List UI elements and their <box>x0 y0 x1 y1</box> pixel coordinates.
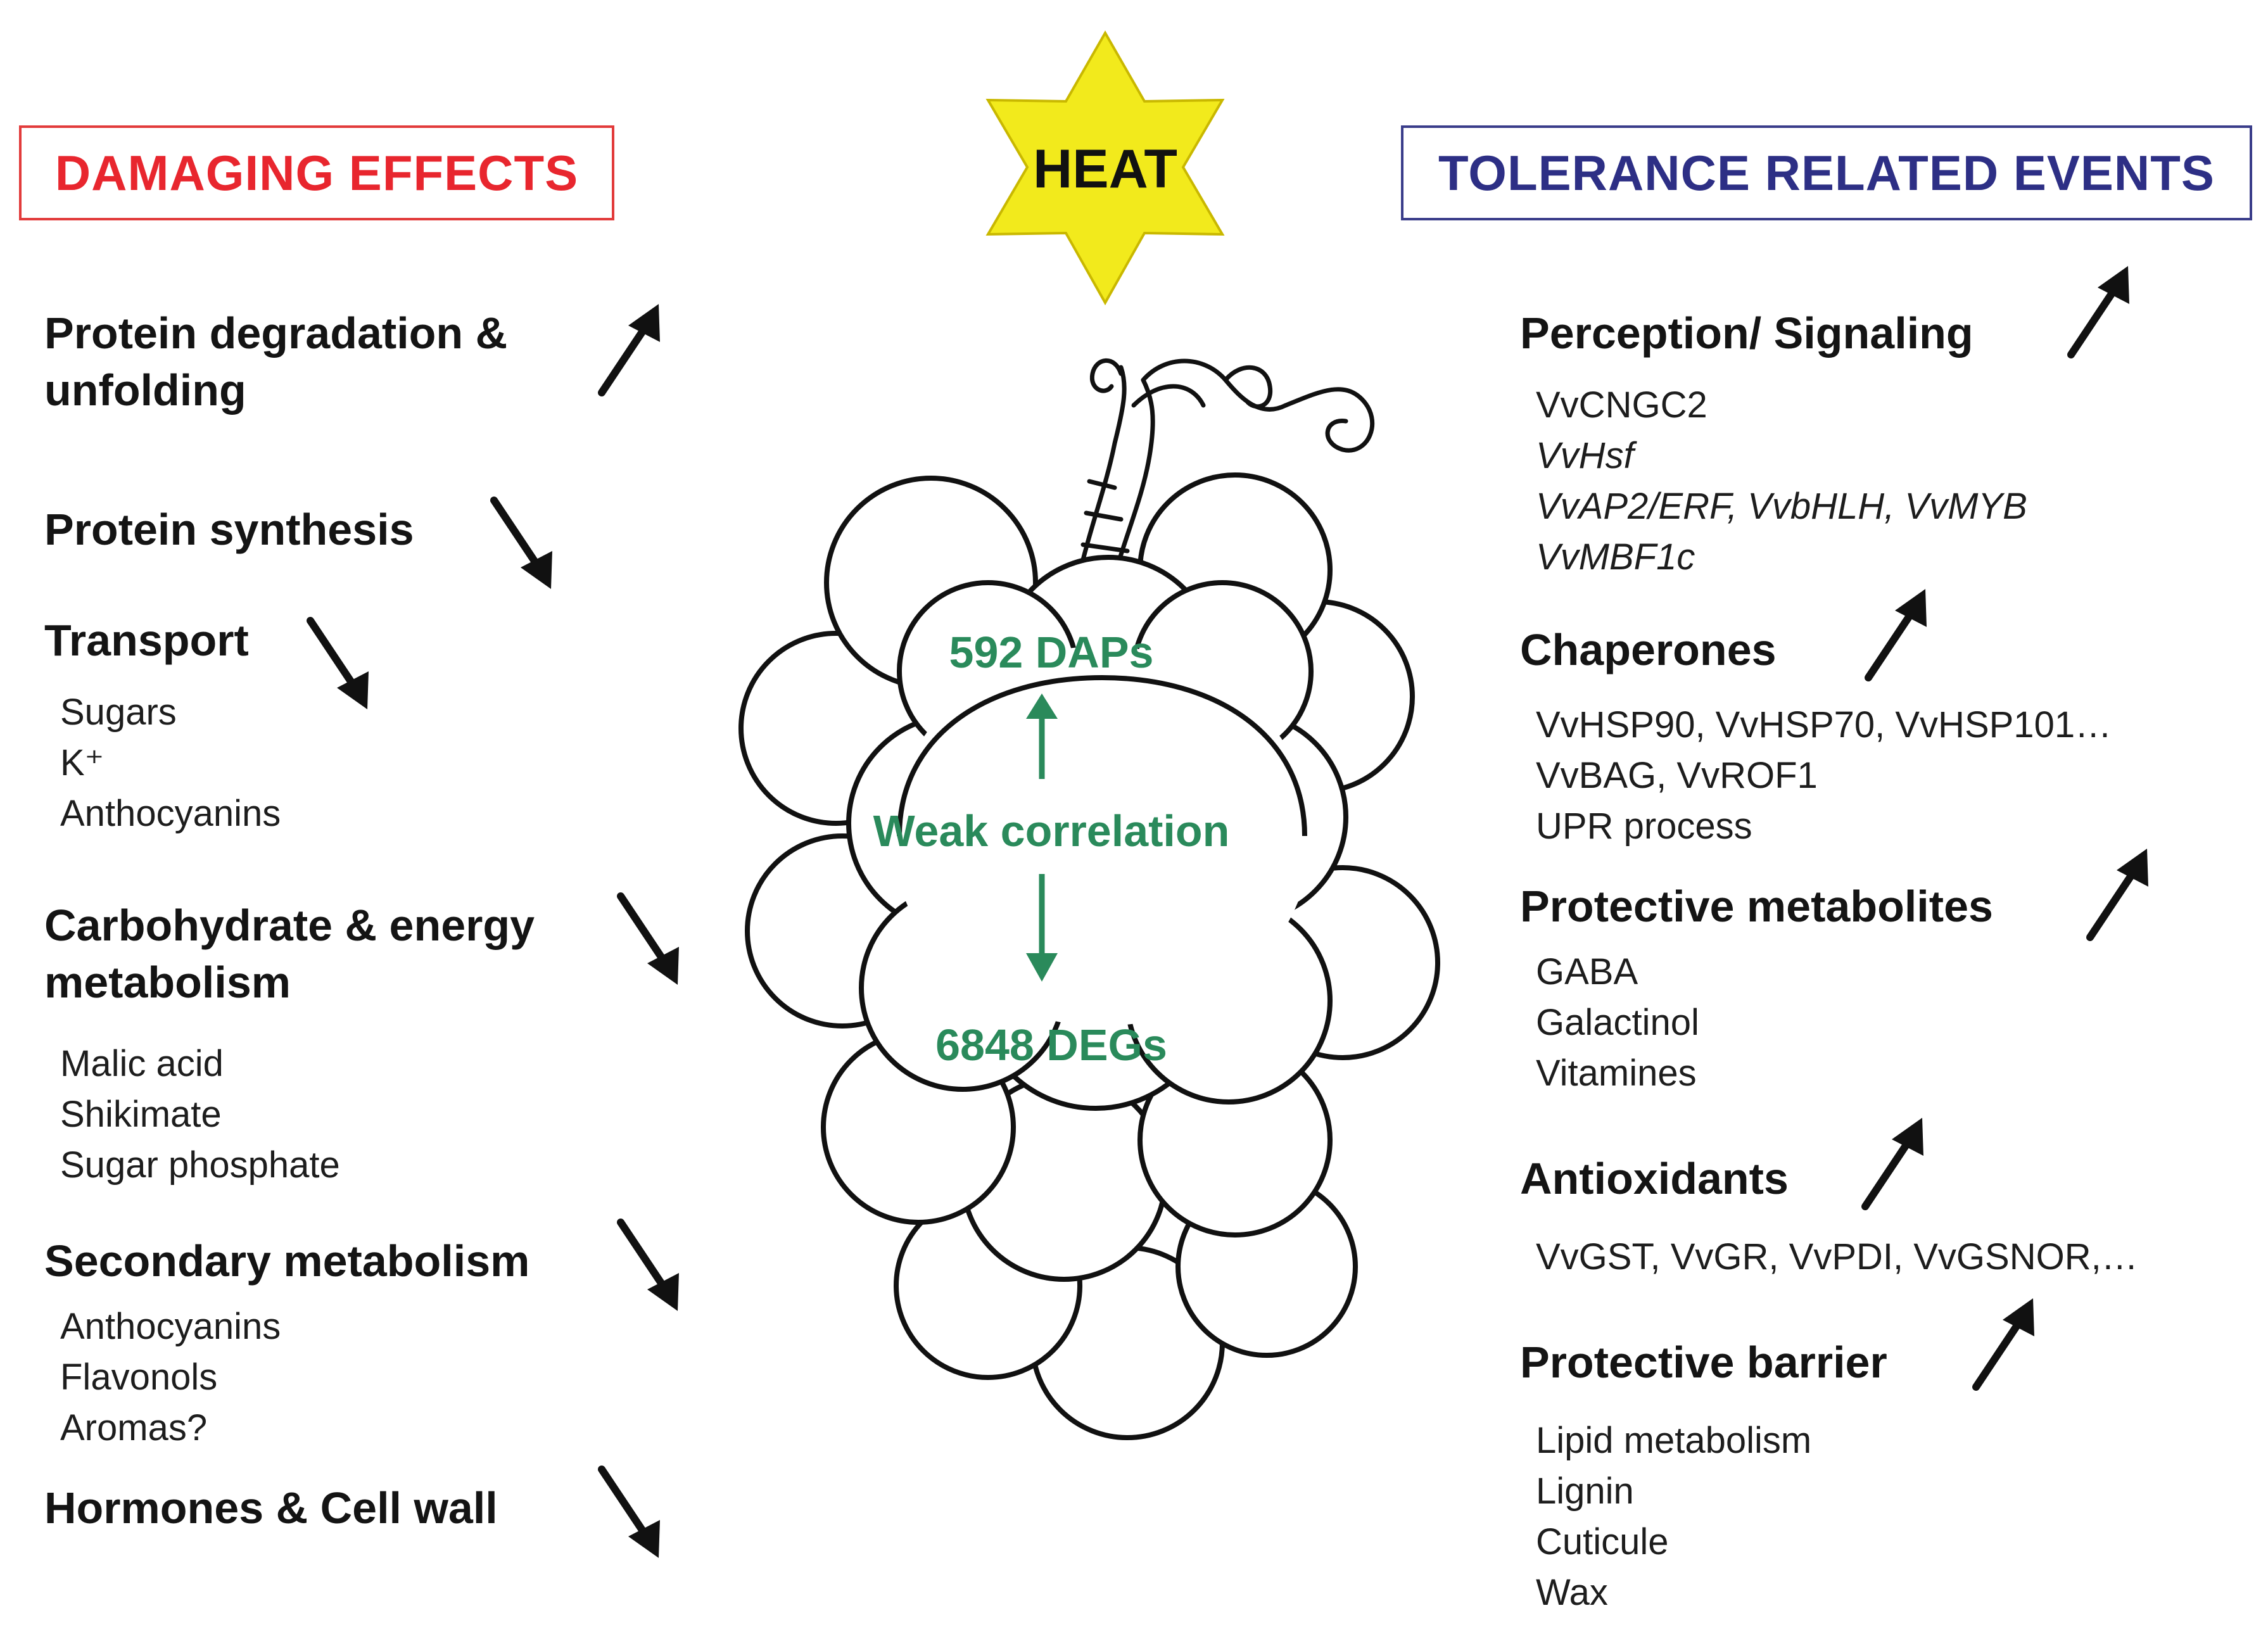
damaging-heading-protein-synthesis: Protein synthesis <box>44 505 414 554</box>
arrow-down-icon <box>307 617 369 709</box>
barrier-item-lignin: Lignin <box>1536 1471 1634 1512</box>
damaging-heading-transport: Transport <box>44 616 249 665</box>
damaging-heading-carbohydrate-line2: metabolism <box>44 958 291 1007</box>
chaperones-item-hsp: VvHSP90, VvHSP70, VvHSP101… <box>1536 704 2112 745</box>
tolerance-heading-perception: Perception/ Signaling <box>1520 308 1973 358</box>
tolerance-heading-metabolites: Protective metabolites <box>1520 882 1993 931</box>
arrow-up-icon <box>1972 1298 2034 1391</box>
damaging-heading-hormones: Hormones & Cell wall <box>44 1483 498 1533</box>
correlation-label: Weak correlation <box>873 806 1230 856</box>
daps-label: 592 DAPs <box>949 628 1154 677</box>
tolerance-events-title: TOLERANCE RELATED EVENTS <box>1401 125 2252 220</box>
damaging-effects-title: DAMAGING EFFECTS <box>19 125 614 220</box>
metabolites-item-gaba: GABA <box>1536 951 1638 992</box>
arrow-up-icon <box>2086 849 2148 941</box>
arrow-down-icon <box>617 1219 679 1311</box>
perception-item-mbf1c: VvMBF1c <box>1536 536 1695 578</box>
carbohydrate-item-sugar-phosphate: Sugar phosphate <box>60 1144 340 1186</box>
heat-star-icon <box>985 30 1225 306</box>
perception-item-cngc2: VvCNGC2 <box>1536 384 1707 426</box>
damaging-heading-protein-degradation-line2: unfolding <box>44 365 246 415</box>
metabolites-item-vitamines: Vitamines <box>1536 1053 1697 1094</box>
secondary-item-flavonols: Flavonols <box>60 1357 218 1398</box>
arrow-up-icon <box>598 304 660 396</box>
perception-item-tf: VvAP2/ERF, VvbHLH, VvMYB <box>1536 486 2027 527</box>
correlation-arrows <box>1026 693 1058 982</box>
heat-label: HEAT <box>1033 139 1177 199</box>
arrow-down-icon <box>598 1466 660 1558</box>
damaging-heading-carbohydrate: Carbohydrate & energy <box>44 901 535 950</box>
chaperones-item-upr: UPR process <box>1536 806 1752 847</box>
metabolites-item-galactinol: Galactinol <box>1536 1002 1699 1043</box>
antioxidants-item-enzymes: VvGST, VvGR, VvPDI, VvGSNOR,… <box>1536 1236 2138 1277</box>
carbohydrate-item-shikimate: Shikimate <box>60 1094 222 1135</box>
tolerance-heading-barrier: Protective barrier <box>1520 1338 1887 1387</box>
perception-item-hsf: VvHsf <box>1536 435 1634 476</box>
arrow-up-icon <box>1865 589 1927 681</box>
transport-item-sugars: Sugars <box>60 692 177 733</box>
arrow-up-icon <box>1861 1118 1923 1210</box>
secondary-item-aromas: Aromas? <box>60 1407 208 1448</box>
carbohydrate-item-malic: Malic acid <box>60 1043 224 1084</box>
barrier-item-cuticule: Cuticule <box>1536 1521 1669 1562</box>
transport-item-potassium: K⁺ <box>60 742 105 783</box>
tolerance-heading-chaperones: Chaperones <box>1520 625 1777 674</box>
damaging-heading-secondary: Secondary metabolism <box>44 1236 530 1286</box>
tolerance-heading-antioxidants: Antioxidants <box>1520 1154 1789 1203</box>
damaging-heading-protein-degradation: Protein degradation & <box>44 308 508 358</box>
arrow-down-icon <box>617 892 679 985</box>
transport-item-anthocyanins: Anthocyanins <box>60 793 281 834</box>
arrow-down-icon <box>490 497 552 589</box>
barrier-item-wax: Wax <box>1536 1572 1608 1613</box>
degs-label: 6848 DEGs <box>935 1020 1167 1070</box>
chaperones-item-bag: VvBAG, VvROF1 <box>1536 755 1818 796</box>
arrow-up-icon <box>2067 266 2129 358</box>
secondary-item-anthocyanins: Anthocyanins <box>60 1306 281 1347</box>
barrier-item-lipid: Lipid metabolism <box>1536 1420 1812 1461</box>
